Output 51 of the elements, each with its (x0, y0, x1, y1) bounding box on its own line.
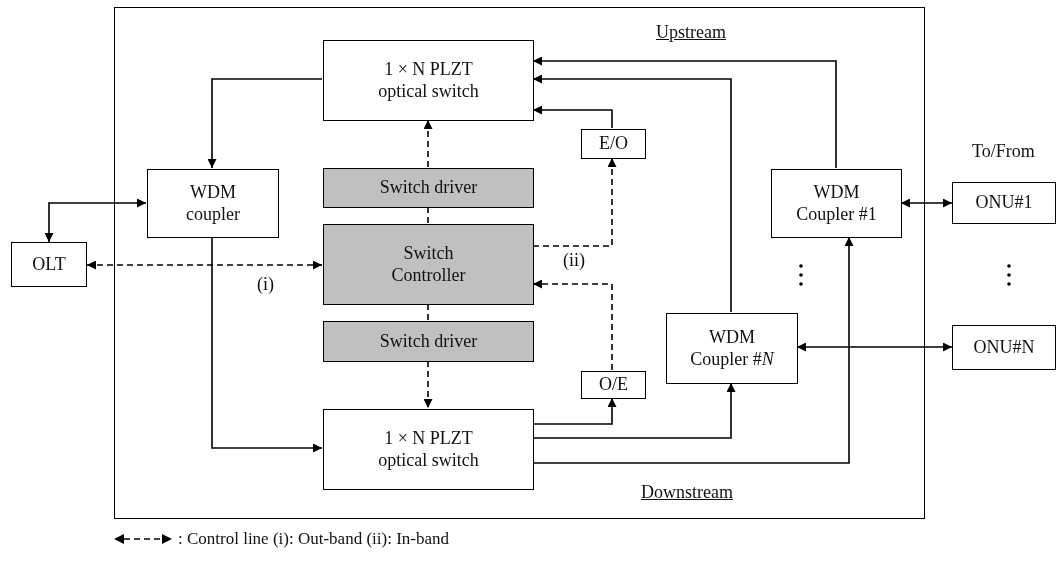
arrow (532, 382, 736, 439)
frame-box (114, 7, 925, 519)
box-label: 1 × N PLZT optical switch (377, 58, 480, 103)
text-label: Upstream (656, 22, 726, 43)
box-label: ONU#N (973, 336, 1035, 359)
box-label: O/E (599, 374, 628, 396)
arrow (532, 105, 613, 129)
arrow (532, 397, 617, 425)
arrow (532, 279, 613, 371)
process-box (952, 325, 1056, 370)
arrow (423, 360, 433, 409)
process-box (323, 409, 534, 490)
control-box (323, 224, 534, 305)
box-label: 1 × N PLZT optical switch (377, 427, 480, 472)
process-box (323, 40, 534, 121)
text-label: (ii) (563, 250, 585, 271)
box-label: WDM Coupler #N (689, 326, 776, 371)
text-label: Downstream (641, 482, 733, 503)
box-label: OLT (32, 253, 66, 276)
box-label: Switch driver (379, 330, 478, 353)
text-label: (i) (257, 274, 274, 295)
process-box (952, 182, 1056, 224)
legend-text: : Control line (i): Out-band (ii): In-band (178, 529, 449, 549)
process-box (147, 169, 279, 238)
arrow (207, 78, 323, 169)
arrow (86, 260, 323, 270)
arrow (532, 74, 732, 313)
arrow (532, 157, 617, 247)
connector-line (427, 206, 429, 224)
control-box (323, 321, 534, 362)
arrow (423, 119, 433, 168)
arrow (900, 198, 953, 208)
box-label: ONU#1 (975, 192, 1033, 214)
arrow (211, 236, 323, 453)
box-label: E/O (599, 133, 628, 155)
control-box (323, 168, 534, 208)
text-label: To/From (972, 141, 1035, 162)
process-box (11, 242, 87, 287)
arrow (796, 342, 953, 352)
box-label: Switch driver (379, 177, 478, 199)
arrow (532, 56, 837, 169)
box-label: Switch Controller (390, 242, 467, 287)
arrow (44, 198, 147, 243)
connector-line (427, 303, 429, 321)
box-label: WDM Coupler #1 (795, 181, 878, 226)
box-label: WDM coupler (185, 181, 241, 226)
process-box (771, 169, 902, 238)
arrow (532, 236, 854, 464)
process-box (581, 371, 646, 399)
process-box (581, 129, 646, 159)
process-box (666, 313, 798, 384)
